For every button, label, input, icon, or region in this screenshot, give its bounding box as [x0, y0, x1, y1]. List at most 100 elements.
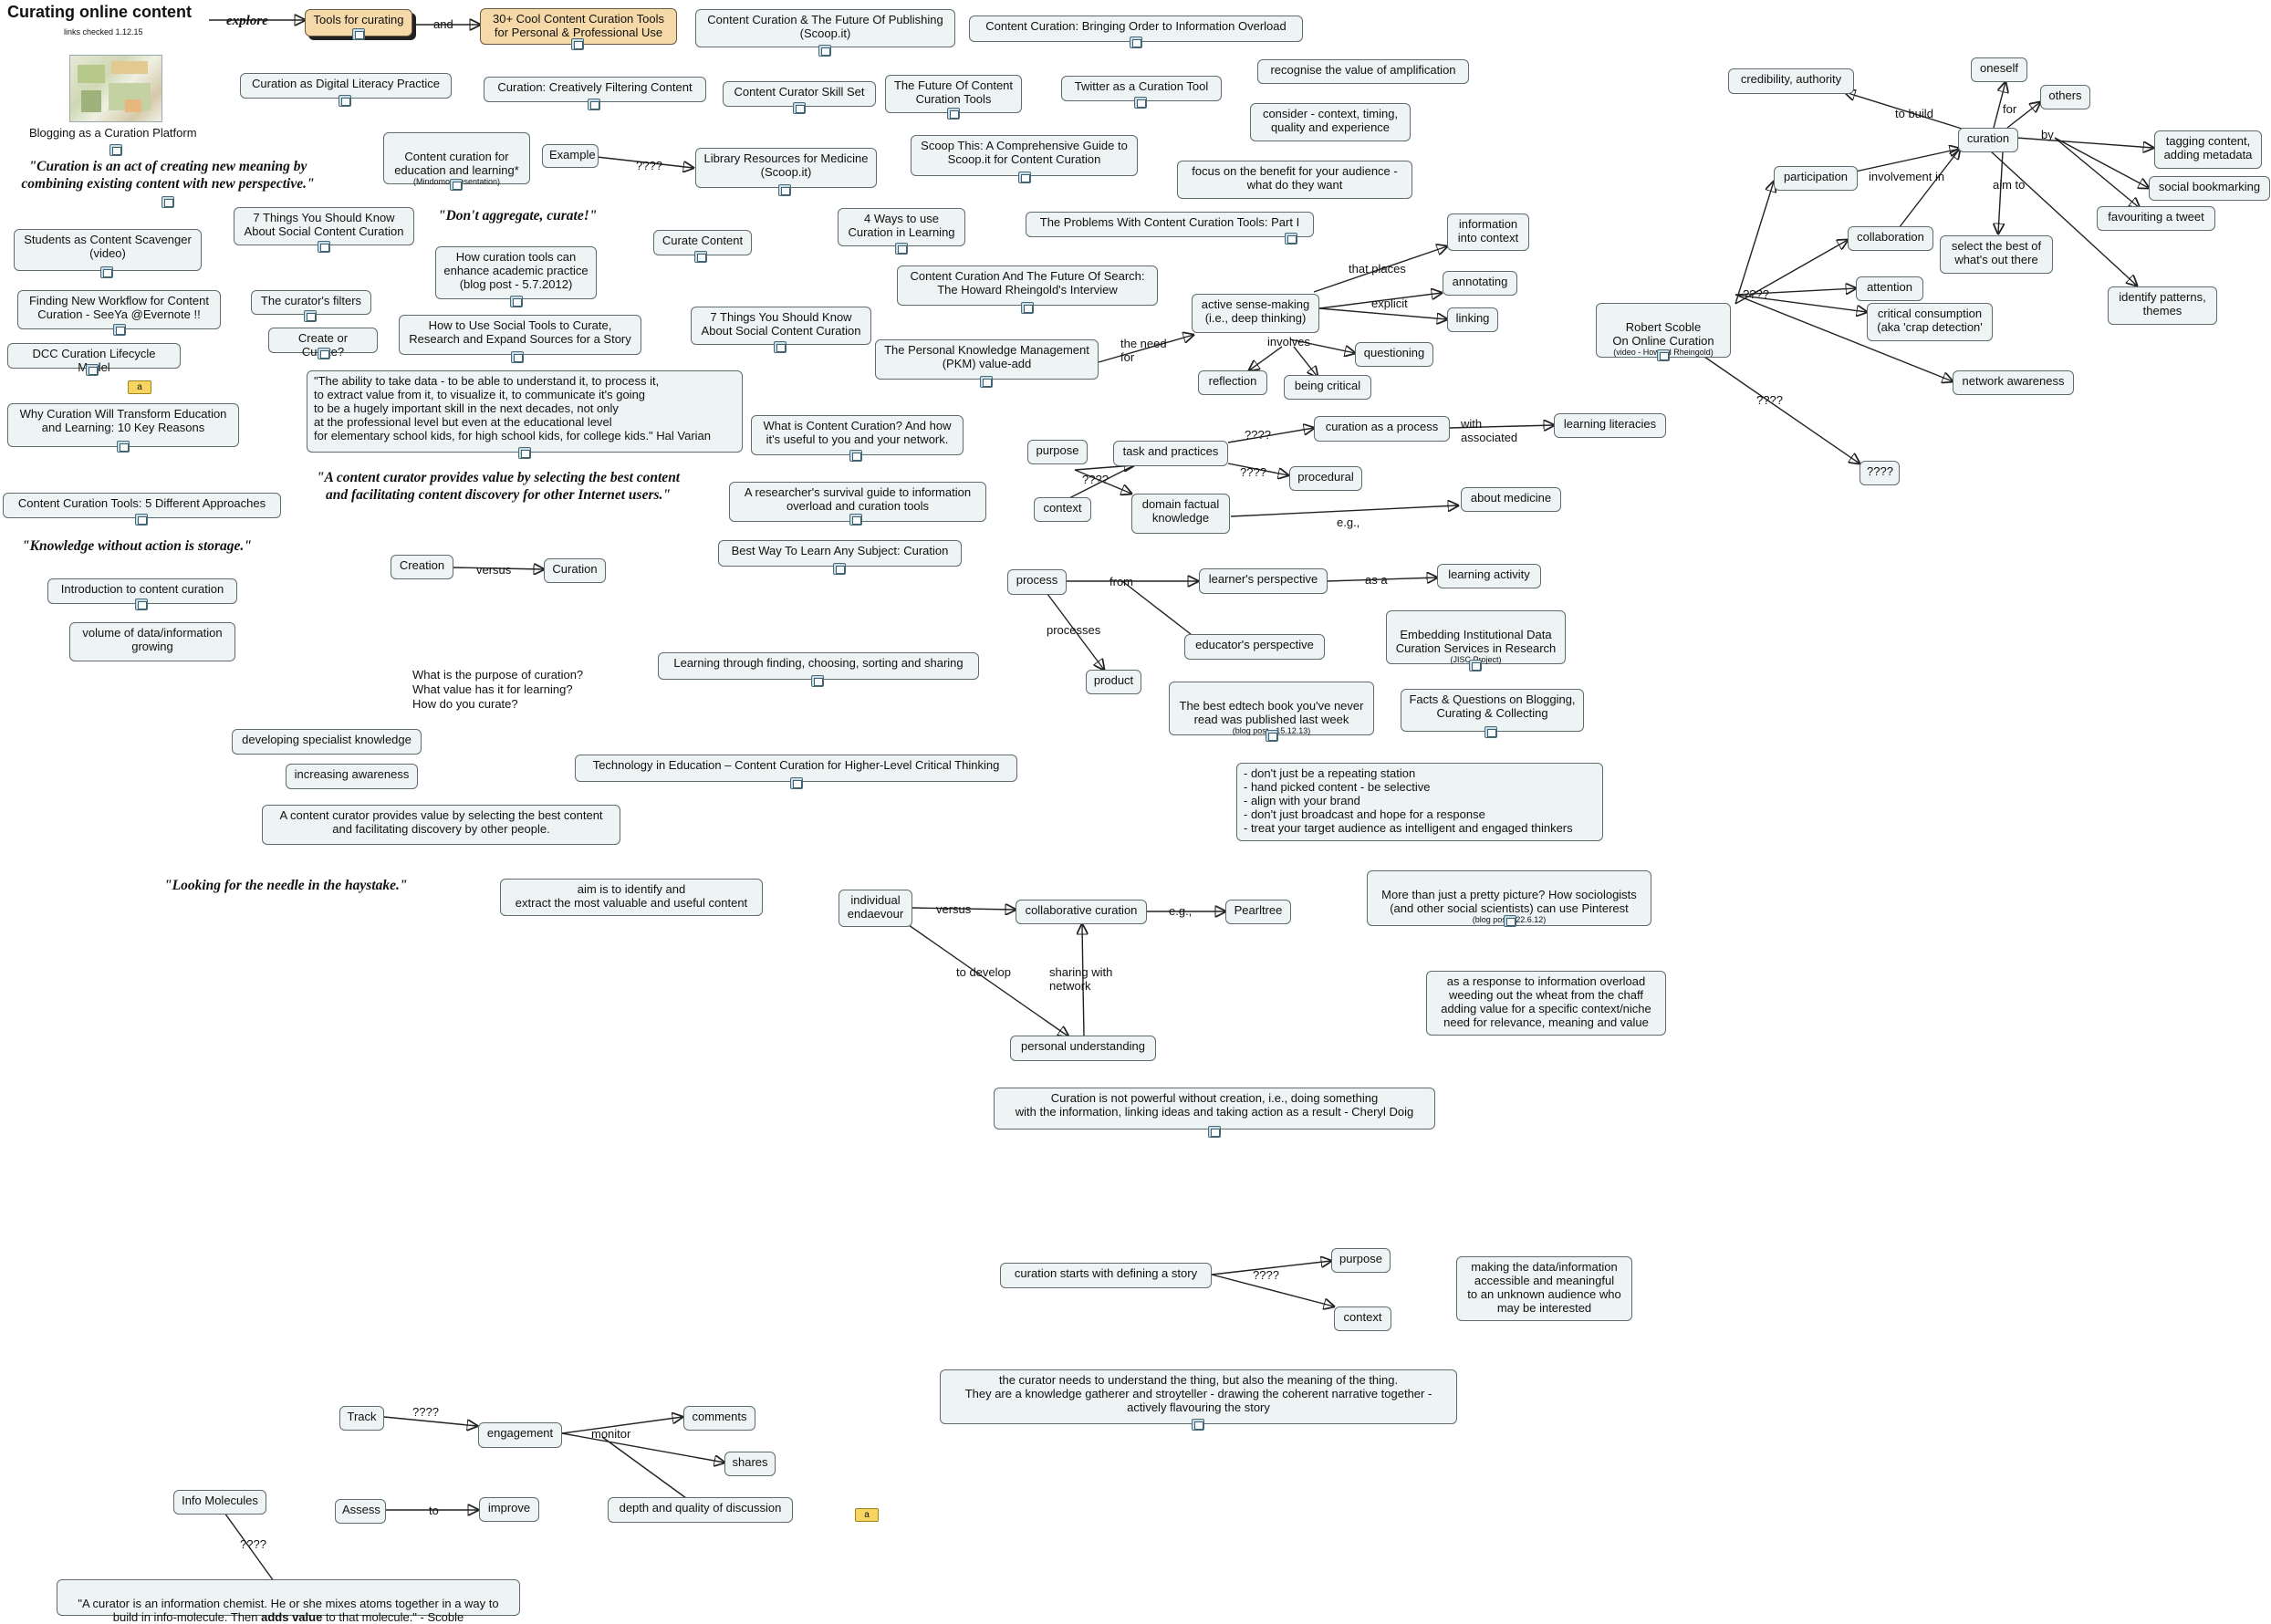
link-icon[interactable] [790, 777, 803, 789]
node-curation-b[interactable]: Curation [544, 558, 606, 583]
node-finding-workflow[interactable]: Finding New Workflow for Content Curatio… [17, 290, 221, 329]
node-tagging[interactable]: tagging content, adding metadata [2154, 130, 2262, 169]
node-example[interactable]: Example [542, 144, 599, 168]
node-seven-things-a[interactable]: 7 Things You Should Know About Social Co… [234, 207, 414, 245]
link-icon[interactable] [895, 243, 908, 255]
link-icon[interactable] [1021, 302, 1034, 314]
node-library-resources[interactable]: Library Resources for Medicine (Scoop.it… [695, 148, 877, 188]
node-curation-edu[interactable]: Content curation for education and learn… [383, 132, 530, 186]
node-domain-knowledge[interactable]: domain factual knowledge [1131, 494, 1230, 534]
link-icon[interactable] [1657, 349, 1670, 361]
node-story[interactable]: curation starts with defining a story [1000, 1263, 1212, 1288]
node-being-critical[interactable]: being critical [1284, 375, 1371, 400]
node-learning-literacies[interactable]: learning literacies [1554, 413, 1666, 438]
node-aim-identify[interactable]: aim is to identify and extract the most … [500, 879, 763, 916]
node-curation-c[interactable]: curation [1958, 128, 2018, 152]
link-icon[interactable] [1484, 726, 1497, 738]
node-repeating-station[interactable]: - don't just be a repeating station - ha… [1236, 763, 1603, 841]
node-future-tools[interactable]: The Future Of Content Curation Tools [885, 75, 1022, 113]
node-context-b[interactable]: context [1334, 1306, 1391, 1331]
link-icon[interactable] [1208, 1126, 1221, 1138]
link-icon[interactable] [811, 675, 824, 687]
node-educators-perspective[interactable]: educator's perspective [1184, 634, 1325, 660]
link-icon[interactable] [793, 102, 806, 114]
link-icon[interactable] [1285, 233, 1297, 245]
node-product[interactable]: product [1086, 670, 1141, 694]
link-icon[interactable] [818, 45, 831, 57]
node-edtech-book[interactable]: The best edtech book you've never read w… [1169, 682, 1374, 735]
node-info-molecules[interactable]: Info Molecules [173, 1490, 266, 1515]
link-icon[interactable] [518, 447, 531, 459]
node-specialist-knowledge[interactable]: developing specialist knowledge [232, 729, 422, 755]
node-favouriting[interactable]: favouriting a tweet [2097, 206, 2215, 231]
node-engagement[interactable]: engagement [478, 1422, 562, 1448]
node-seven-things-b[interactable]: 7 Things You Should Know About Social Co… [691, 307, 871, 345]
link-icon[interactable] [1018, 172, 1031, 183]
node-select-best[interactable]: select the best of what's out there [1940, 235, 2053, 274]
node-creation[interactable]: Creation [391, 555, 453, 579]
node-learners-perspective[interactable]: learner's perspective [1199, 568, 1328, 594]
node-process[interactable]: process [1007, 569, 1067, 595]
node-curator-value[interactable]: A content curator provides value by sele… [262, 805, 620, 845]
link-icon[interactable] [161, 196, 174, 208]
node-social-tools-story[interactable]: How to Use Social Tools to Curate, Resea… [399, 315, 641, 355]
link-icon[interactable] [849, 514, 862, 526]
node-collaboration[interactable]: collaboration [1848, 226, 1933, 251]
node-purpose-b[interactable]: purpose [1331, 1248, 1391, 1273]
link-icon[interactable] [1469, 660, 1482, 671]
node-individual[interactable]: individual endaevour [839, 890, 912, 927]
link-icon[interactable] [849, 450, 862, 462]
node-facts-questions[interactable]: Facts & Questions on Blogging, Curating … [1401, 689, 1584, 732]
node-questioning[interactable]: questioning [1355, 342, 1433, 367]
node-curation-process[interactable]: curation as a process [1314, 416, 1450, 442]
node-pkm[interactable]: The Personal Knowledge Management (PKM) … [875, 339, 1099, 380]
node-context-a[interactable]: context [1034, 497, 1091, 522]
node-information-context[interactable]: information into context [1447, 213, 1529, 251]
node-linking[interactable]: linking [1447, 307, 1498, 332]
link-icon[interactable] [980, 376, 993, 388]
link-icon[interactable] [109, 144, 122, 156]
node-making-accessible[interactable]: making the data/information accessible a… [1456, 1256, 1632, 1321]
node-improve[interactable]: improve [479, 1497, 539, 1522]
note-icon[interactable]: a [128, 380, 151, 394]
link-icon[interactable] [778, 184, 791, 196]
node-identify-patterns[interactable]: identify patterns, themes [2108, 286, 2217, 325]
node-shares[interactable]: shares [724, 1452, 776, 1476]
link-icon[interactable] [135, 599, 148, 610]
node-consider[interactable]: consider - context, timing, quality and … [1250, 103, 1411, 141]
node-learning-activity[interactable]: learning activity [1437, 564, 1541, 588]
link-icon[interactable] [318, 348, 330, 359]
node-procedural[interactable]: procedural [1289, 466, 1362, 491]
node-increasing-awareness[interactable]: increasing awareness [286, 764, 418, 789]
link-icon[interactable] [1134, 97, 1147, 109]
link-icon[interactable] [774, 341, 787, 353]
note-icon[interactable]: a [855, 1508, 879, 1522]
node-how-tools-enhance[interactable]: How curation tools can enhance academic … [435, 246, 597, 299]
node-doig[interactable]: Curation is not powerful without creatio… [994, 1088, 1435, 1130]
node-qqqq[interactable]: ???? [1860, 461, 1900, 485]
link-icon[interactable] [1266, 730, 1278, 742]
node-problems-tools[interactable]: The Problems With Content Curation Tools… [1026, 212, 1314, 237]
node-curators-filters[interactable]: The curator's filters [251, 290, 371, 315]
node-network-awareness[interactable]: network awareness [1953, 370, 2074, 395]
node-cool-tools[interactable]: 30+ Cool Content Curation Tools for Pers… [480, 8, 677, 45]
node-volume-data[interactable]: volume of data/information growing [69, 622, 235, 661]
node-purpose-a[interactable]: purpose [1027, 440, 1088, 464]
node-attention[interactable]: attention [1856, 276, 1923, 301]
node-creatively-filtering[interactable]: Curation: Creatively Filtering Content [484, 77, 706, 102]
node-active-sense[interactable]: active sense-making (i.e., deep thinking… [1192, 294, 1319, 333]
link-icon[interactable] [1504, 915, 1516, 927]
node-collaborative[interactable]: collaborative curation [1016, 900, 1147, 924]
link-icon[interactable] [117, 441, 130, 453]
node-pearltree[interactable]: Pearltree [1225, 900, 1291, 924]
node-recognise-amplification[interactable]: recognise the value of amplification [1257, 59, 1469, 84]
node-varian-quote[interactable]: "The ability to take data - to be able t… [307, 370, 743, 453]
link-icon[interactable] [135, 514, 148, 526]
link-icon[interactable] [86, 364, 99, 376]
node-knowledge-gatherer[interactable]: the curator needs to understand the thin… [940, 1369, 1457, 1424]
node-overload-response[interactable]: as a response to information overload we… [1426, 971, 1666, 1036]
node-track[interactable]: Track [339, 1406, 384, 1431]
link-icon[interactable] [511, 351, 524, 363]
link-icon[interactable] [694, 251, 707, 263]
node-task-practices[interactable]: task and practices [1113, 441, 1228, 466]
